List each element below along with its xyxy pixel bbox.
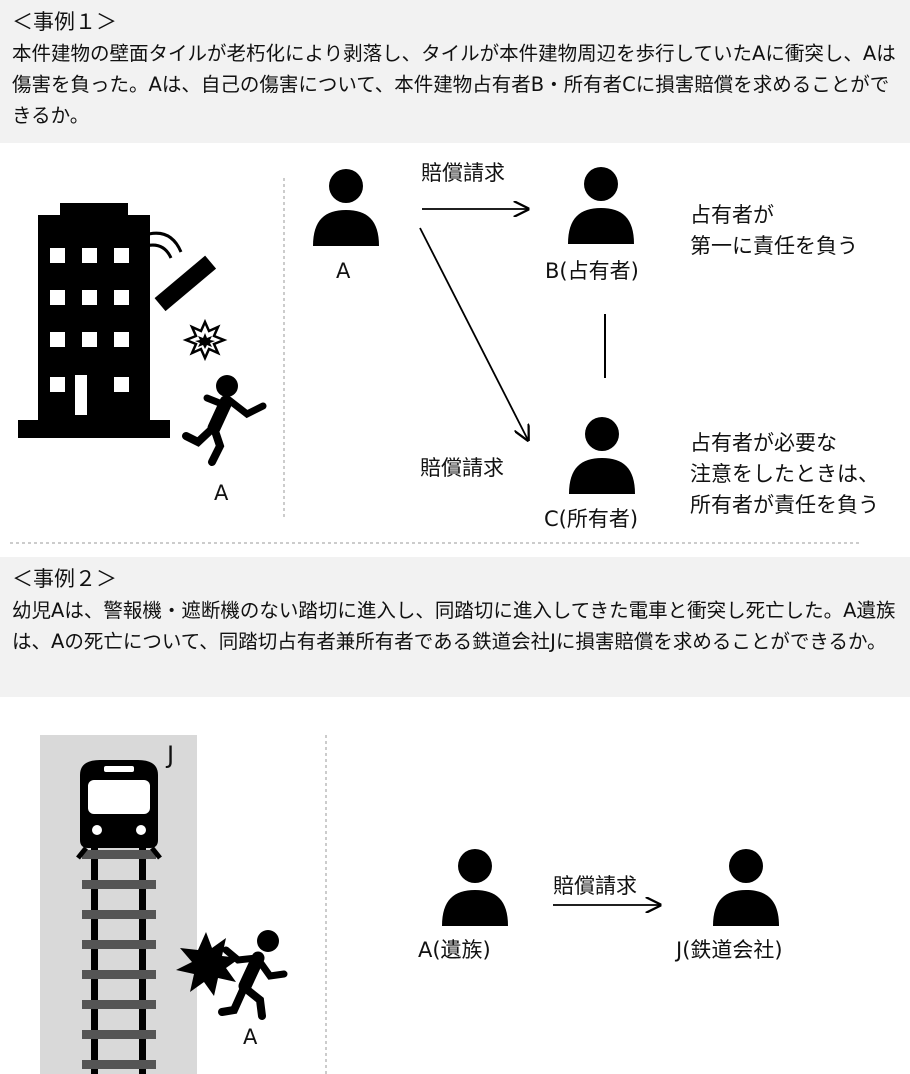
note-b-line-1: 占有者が bbox=[690, 203, 774, 227]
person-a-bereaved-icon bbox=[442, 849, 508, 926]
train-icon bbox=[76, 760, 162, 860]
person-b-label: B(占有者) bbox=[545, 259, 639, 283]
person-c-label: C(所有者) bbox=[544, 507, 639, 531]
case1-title: ＜事例１＞ bbox=[12, 10, 117, 34]
victim-a-label: A bbox=[214, 481, 229, 505]
note-b-line-2: 第一に責任を負う bbox=[690, 234, 858, 258]
falling-tile-icon bbox=[141, 231, 217, 312]
note-c-line-2: 注意をしたときは、 bbox=[690, 462, 879, 486]
note-c-line-3: 所有者が責任を負う bbox=[690, 493, 879, 517]
child-a-label: A bbox=[243, 1025, 258, 1049]
person-a-bereaved-label: A(遺族) bbox=[418, 938, 491, 962]
case1-description-box: ＜事例１＞ 本件建物の壁面タイルが老朽化により剥落し、タイルが本件建物周辺を歩行… bbox=[0, 0, 910, 143]
claim-label-bottom: 賠償請求 bbox=[420, 456, 504, 480]
case1-text: 本件建物の壁面タイルが老朽化により剥落し、タイルが本件建物周辺を歩行していたAに… bbox=[12, 42, 896, 127]
rail-track-icon bbox=[82, 840, 156, 1074]
case2-description-box: ＜事例２＞ 幼児Aは、警報機・遮断機のない踏切に進入し、同踏切に進入してきた電車… bbox=[0, 557, 910, 697]
person-a-icon bbox=[313, 169, 379, 246]
person-a-label: A bbox=[336, 259, 351, 283]
note-possessor-liability: 占有者が 第一に責任を負う bbox=[690, 200, 858, 262]
train-j-label: J bbox=[167, 741, 175, 769]
person-b-icon bbox=[568, 167, 634, 244]
impact-burst-icon bbox=[182, 318, 228, 362]
building-icon bbox=[18, 203, 170, 438]
running-child-icon bbox=[218, 930, 288, 1020]
note-owner-liability: 占有者が必要な 注意をしたときは、 所有者が責任を負う bbox=[690, 428, 879, 521]
person-j-icon bbox=[713, 849, 779, 926]
note-c-line-1: 占有者が必要な bbox=[690, 431, 837, 455]
claim-label-case2: 賠償請求 bbox=[553, 874, 637, 898]
claim-arrow-to-c bbox=[419, 227, 528, 440]
falling-person-icon bbox=[182, 375, 267, 466]
person-c-icon bbox=[569, 417, 635, 494]
claim-label-top: 賠償請求 bbox=[421, 161, 505, 185]
case2-text: 幼児Aは、警報機・遮断機のない踏切に進入し、同踏切に進入してきた電車と衝突し死亡… bbox=[12, 599, 896, 653]
impact-burst-icon-case2 bbox=[176, 932, 240, 996]
person-j-label: J(鉄道会社) bbox=[676, 938, 783, 962]
case2-title: ＜事例２＞ bbox=[12, 567, 117, 591]
